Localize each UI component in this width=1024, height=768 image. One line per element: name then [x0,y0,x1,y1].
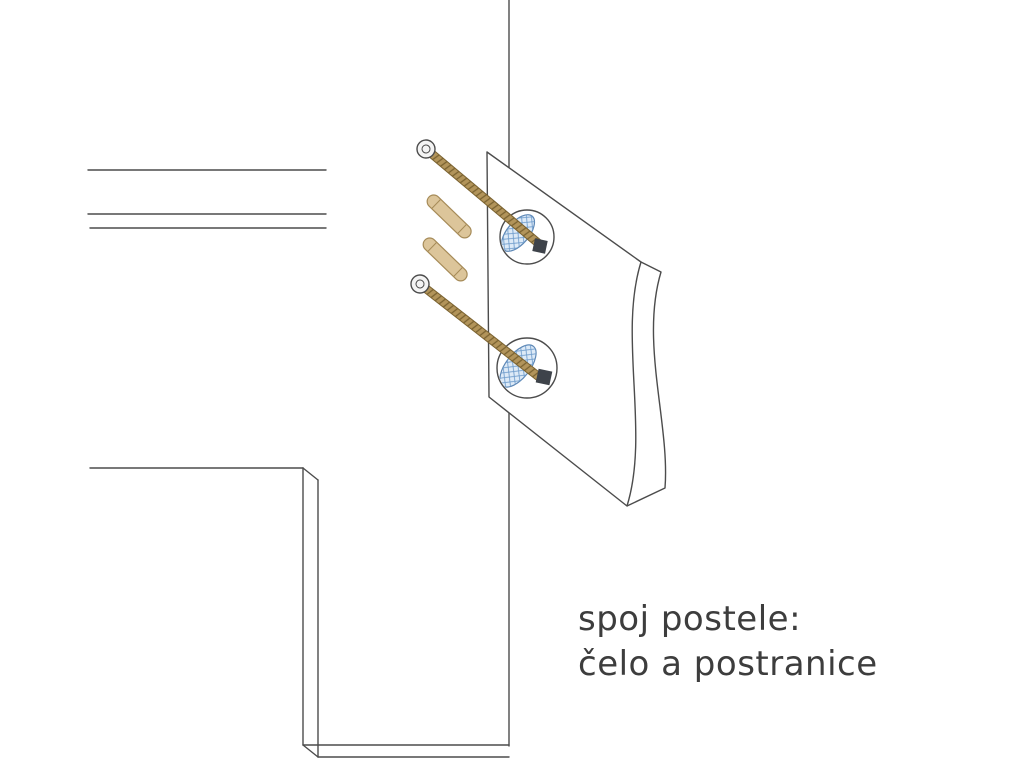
bolt-bottom-head-ring [415,279,425,289]
bolt-bottom [410,274,543,382]
side-panel [486,151,667,507]
nut-bottom [535,368,553,386]
nut-top-body [532,238,548,254]
dowel-top-body [426,194,472,239]
cam-disc-top [501,214,536,252]
dowel-top-ridges [431,199,467,234]
caption-line-2: čelo a postranice [578,644,878,684]
side-panel-thickness-edge [626,261,667,507]
nut-bottom-body [535,368,553,386]
dowel-bottom [422,237,468,282]
frame-linework [87,0,510,758]
bolt-top-head [416,139,436,159]
bolt-top-thread-hatch [428,150,542,248]
bottom-frame-corner-slant-bottom [302,744,319,758]
bolt-bottom-head [410,274,430,294]
bottom-frame-corner-slant-top [302,467,319,481]
bolt-bottom-thread-hatch [423,285,543,381]
top-rail [87,169,327,229]
bottom-frame [89,467,510,758]
cam-disc-top-hatch [501,214,535,252]
caption-line-1: spoj postele: [578,599,801,639]
dowel-top [426,194,472,239]
dowel-bottom-ridges [427,242,463,277]
bolt-top [416,139,543,248]
side-panel-face [486,151,642,507]
nut-top [532,238,548,254]
bolt-top-head-ring [421,144,431,154]
dowel-bottom-body [422,237,468,282]
caption: spoj postele: čelo a postranice [578,599,878,684]
